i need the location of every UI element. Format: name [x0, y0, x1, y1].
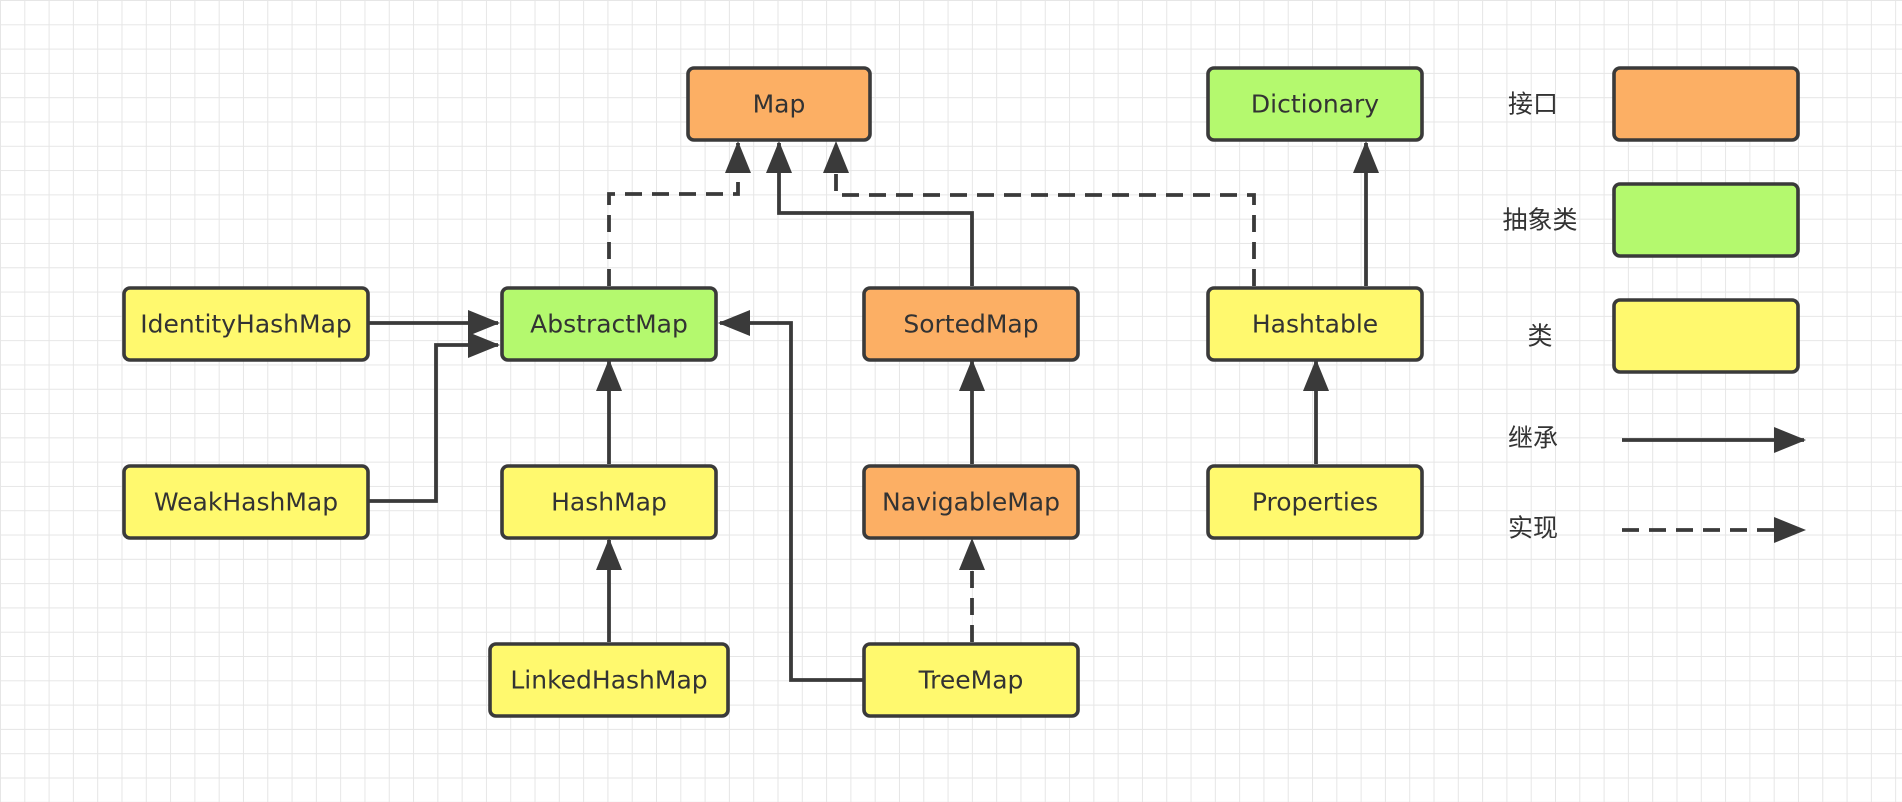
node-label: Map [753, 90, 806, 119]
node-label: Dictionary [1251, 90, 1379, 119]
node-label: LinkedHashMap [510, 666, 707, 695]
node-linkedhashmap[interactable]: LinkedHashMap [488, 642, 730, 718]
node-hashtable[interactable]: Hashtable [1206, 286, 1424, 362]
nodes: Map Dictionary IdentityHashMap AbstractM… [122, 66, 1424, 718]
legend: 接口 抽象类 类 继承 实现 [1502, 66, 1806, 543]
node-sortedmap[interactable]: SortedMap [862, 286, 1080, 362]
node-abstractmap[interactable]: AbstractMap [500, 286, 718, 362]
legend-class-label: 类 [1527, 322, 1552, 351]
node-identityhashmap[interactable]: IdentityHashMap [122, 286, 370, 362]
node-hashmap[interactable]: HashMap [500, 464, 718, 540]
legend-abstract-swatch [1612, 182, 1800, 258]
node-label: Properties [1252, 488, 1378, 517]
node-map[interactable]: Map [686, 66, 872, 142]
edge-treemap-to-abstractmap [718, 310, 863, 682]
node-label: TreeMap [918, 666, 1024, 695]
edge-hashtable-to-map [823, 141, 1256, 286]
legend-interface-swatch [1612, 66, 1800, 142]
node-weakhashmap[interactable]: WeakHashMap [122, 464, 370, 540]
node-label: Hashtable [1252, 310, 1378, 339]
legend-extends-label: 继承 [1508, 424, 1558, 453]
node-label: AbstractMap [530, 310, 688, 339]
legend-class-swatch [1612, 298, 1800, 374]
legend-interface-label: 接口 [1508, 90, 1558, 119]
node-label: IdentityHashMap [140, 310, 352, 339]
legend-implements-label: 实现 [1508, 514, 1558, 543]
node-label: HashMap [551, 488, 667, 517]
node-label: NavigableMap [882, 488, 1060, 517]
edge-sortedmap-to-map [766, 141, 974, 286]
legend-abstract-label: 抽象类 [1502, 206, 1577, 235]
node-label: SortedMap [903, 310, 1038, 339]
node-treemap[interactable]: TreeMap [862, 642, 1080, 718]
node-dictionary[interactable]: Dictionary [1206, 66, 1424, 142]
node-label: WeakHashMap [154, 488, 338, 517]
edges [368, 141, 1379, 682]
edge-abstractmap-to-map [607, 141, 751, 286]
node-properties[interactable]: Properties [1206, 464, 1424, 540]
node-navigablemap[interactable]: NavigableMap [862, 464, 1080, 540]
edge-weakhashmap-to-abstractmap [368, 332, 500, 503]
